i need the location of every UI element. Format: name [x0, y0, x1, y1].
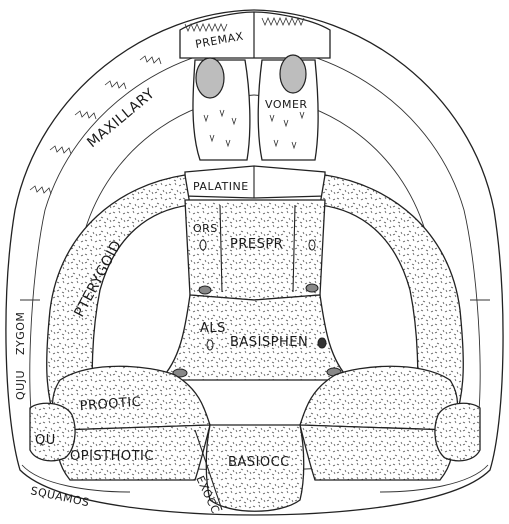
choana-left [196, 58, 224, 98]
label-zygom: ZYGOM [14, 312, 27, 355]
label-qu: QU [35, 433, 56, 448]
choana-right [280, 55, 306, 93]
label-maxillary: MAXILLARY [84, 86, 158, 151]
quadrate-bone-right [435, 403, 480, 461]
label-ors: ORS [193, 222, 218, 235]
label-prespr: PRESPR [230, 237, 283, 252]
basisphen-foramen [318, 338, 326, 348]
label-basiocc: BASIOCC [228, 455, 290, 470]
label-squamos: SQUAMOS [29, 484, 90, 509]
label-quju: QUJU [14, 370, 27, 400]
opisthotic-bone-right [300, 425, 452, 480]
label-als: ALS [200, 321, 226, 336]
foramen-left [199, 286, 211, 294]
foramen-right [306, 284, 318, 292]
premaxilla-bone [180, 12, 330, 58]
maxillary-teeth [30, 56, 161, 194]
label-vomer: VOMER [265, 98, 308, 111]
label-palatine: PALATINE [193, 180, 249, 193]
label-opisthotic: OPISTHOTIC [70, 449, 154, 464]
label-basisphen: BASISPHEN [230, 335, 308, 350]
